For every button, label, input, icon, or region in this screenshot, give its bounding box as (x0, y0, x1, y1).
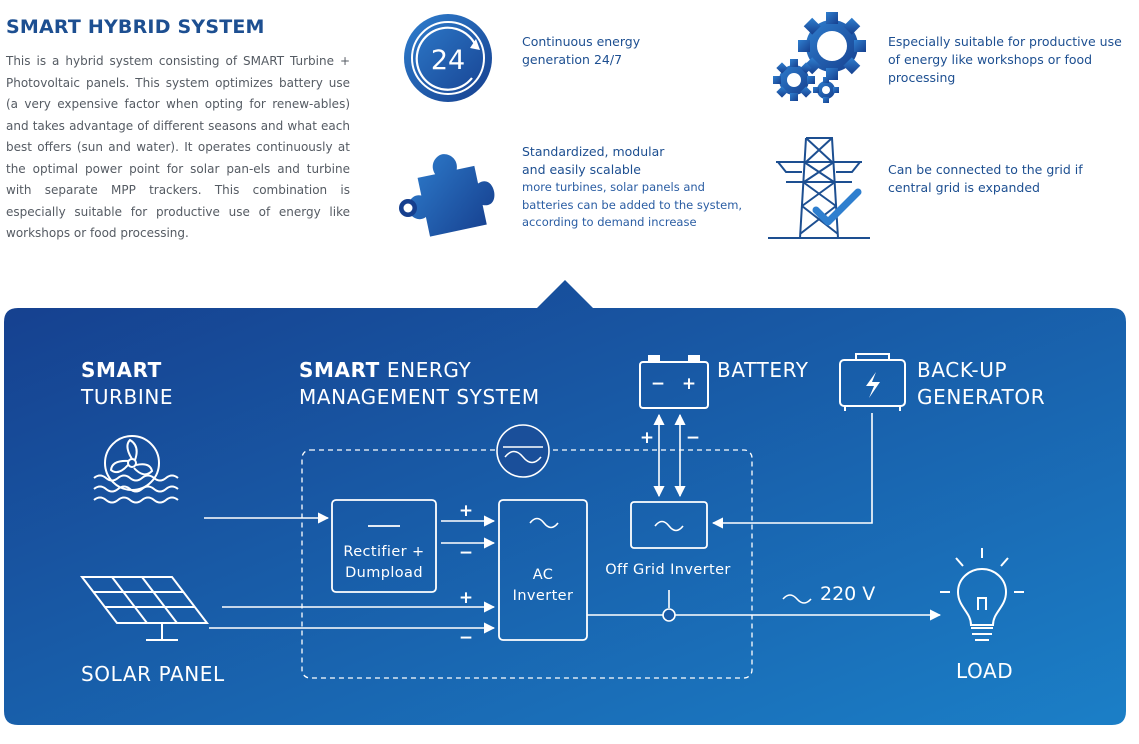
rectifier-plus: + (459, 501, 473, 521)
ems-label-line1: SMART ENERGY (299, 358, 472, 382)
light-bulb-icon (940, 548, 1024, 641)
feature-title: Can be connected to the grid if central … (888, 162, 1083, 195)
generator-label-line1: BACK-UP (917, 358, 1007, 382)
ems-label-bold: SMART (299, 358, 380, 382)
feature-productive-use: Especially suitable for productive use o… (888, 33, 1128, 87)
ems-label-line2: MANAGEMENT SYSTEM (299, 385, 540, 409)
battery-line-plus: + (640, 428, 654, 448)
sine-circle-icon (496, 424, 550, 478)
ems-label-rest: ENERGY (380, 358, 472, 382)
feature-title: Continuous energy generation 24/7 (522, 34, 641, 67)
voltage-label: 220 V (820, 583, 875, 605)
rectifier-label-line1: Rectifier + (343, 544, 424, 560)
power-tower-check-icon (768, 137, 870, 239)
junction-node (662, 608, 676, 622)
battery-label: BATTERY (717, 358, 809, 382)
diagram-panel (4, 280, 1126, 725)
feature-continuous: Continuous energy generation 24/7 (522, 33, 682, 69)
water-turbine-icon (93, 435, 179, 504)
rectifier-label-line2: Dumpload (345, 565, 423, 581)
clock-24-icon: 24 (404, 14, 492, 102)
gears-icon (773, 12, 866, 103)
solar-panel-label: SOLAR PANEL (81, 662, 225, 686)
ac-inverter-box: AC Inverter (498, 499, 588, 641)
generator-icon (839, 353, 906, 411)
load-label: LOAD (956, 659, 1013, 683)
feature-title: Especially suitable for productive use o… (888, 34, 1122, 85)
solar-plus: + (459, 588, 473, 608)
page-title: SMART HYBRID SYSTEM (6, 16, 265, 38)
system-diagram: SMART TURBINE SMART ENERGY MANAGEMENT SY… (4, 280, 1126, 725)
intro-paragraph: This is a hybrid system consisting of SM… (6, 54, 350, 240)
feature-title: Standardized, modular and easily scalabl… (522, 144, 665, 177)
battery-minus-terminal: − (651, 374, 665, 394)
ac-inverter-label-line1: AC (533, 567, 554, 583)
ac-inverter-label-line2: Inverter (513, 588, 574, 604)
feature-scalable: Standardized, modular and easily scalabl… (522, 143, 757, 232)
turbine-label-bold: SMART (81, 358, 162, 382)
rectifier-minus: − (459, 543, 473, 563)
battery-icon: − + (639, 355, 709, 409)
rectifier-box: Rectifier + Dumpload (331, 499, 437, 593)
off-grid-inverter-box (630, 501, 708, 549)
off-grid-inverter-label: Off Grid Inverter (605, 562, 731, 578)
puzzle-icon (399, 154, 495, 237)
battery-line-minus: − (686, 428, 700, 448)
feature-grid: Can be connected to the grid if central … (888, 161, 1108, 197)
solar-panel-icon (79, 576, 210, 641)
solar-minus: − (459, 628, 473, 648)
feature-subtitle: more turbines, solar panels and batterie… (522, 180, 743, 229)
generator-label-line2: GENERATOR (917, 385, 1045, 409)
battery-plus-terminal: + (682, 374, 696, 394)
turbine-label: TURBINE (80, 385, 173, 409)
clock-24-number: 24 (431, 45, 465, 76)
